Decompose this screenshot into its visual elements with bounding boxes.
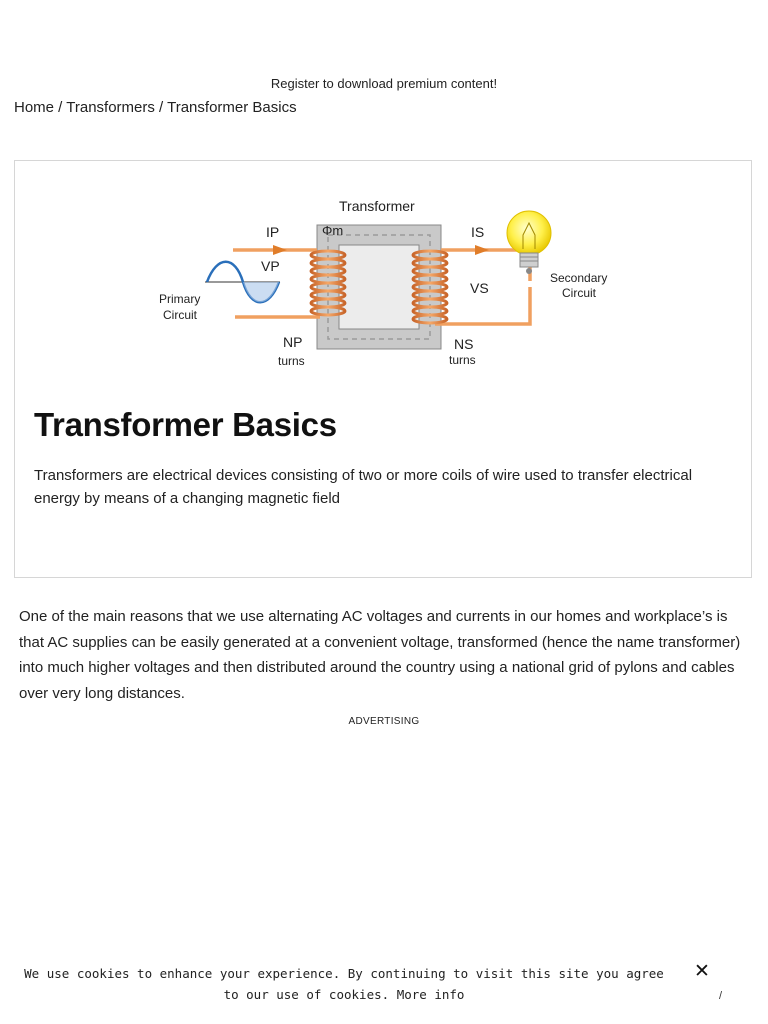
diagram-title: Transformer [339, 198, 415, 214]
page-description: Transformers are electrical devices cons… [34, 467, 693, 507]
advertising-label: ADVERTISING [348, 716, 420, 727]
transformer-diagram: Transformer Φm IP VP IS VS NP turns NS t… [159, 198, 607, 368]
breadcrumb: Home / Transformers / Transformer Basics [14, 99, 297, 116]
cookie-message: We use cookies to enhance your experienc… [24, 963, 664, 1005]
primary-turns-label: NP [283, 334, 302, 350]
primary-coil [309, 249, 347, 317]
secondary-turns-label: NS [454, 336, 473, 352]
page-title: Transformer Basics [34, 406, 337, 443]
cookie-banner: We use cookies to enhance your experienc… [0, 958, 768, 1024]
article-paragraph: One of the main reasons that we use alte… [19, 608, 741, 702]
primary-current-label: IP [266, 224, 279, 240]
secondary-turns-word: turns [449, 353, 476, 367]
secondary-wire-top [441, 248, 532, 281]
breadcrumb-transformers[interactable]: Transformers [66, 99, 155, 116]
flux-label: Φm [322, 223, 343, 238]
cookie-more-info-link[interactable]: More info [396, 987, 465, 1002]
primary-current-arrow [273, 245, 287, 255]
secondary-coil [411, 249, 449, 325]
primary-turns-word: turns [278, 354, 305, 368]
transformer-core-window [338, 244, 420, 330]
cookie-corner-mark: / [719, 990, 723, 1002]
light-bulb-icon [506, 210, 552, 274]
secondary-circuit-label-2: Circuit [562, 286, 597, 300]
primary-circuit-label-2: Circuit [163, 308, 198, 322]
breadcrumb-separator: / [54, 99, 67, 116]
secondary-circuit-label: Secondary [550, 271, 607, 285]
breadcrumb-separator: / [154, 99, 168, 116]
register-banner[interactable]: Register to download premium content! [270, 76, 498, 91]
secondary-current-label: IS [471, 224, 484, 240]
close-icon[interactable]: ✕ [694, 961, 710, 982]
article-header-card: Transformer Φm IP VP IS VS NP turns NS t… [14, 160, 752, 578]
ac-source-sine-icon [205, 260, 281, 304]
breadcrumb-home[interactable]: Home [14, 99, 55, 116]
breadcrumb-current: Transformer Basics [167, 99, 297, 116]
secondary-wire-bottom [435, 287, 532, 326]
primary-voltage-label: VP [261, 258, 280, 274]
secondary-voltage-label: VS [470, 280, 489, 296]
secondary-current-arrow [475, 245, 489, 255]
cookie-text: We use cookies to enhance your experienc… [24, 966, 664, 1002]
flux-path [327, 234, 431, 340]
primary-circuit-label: Primary [159, 292, 200, 306]
